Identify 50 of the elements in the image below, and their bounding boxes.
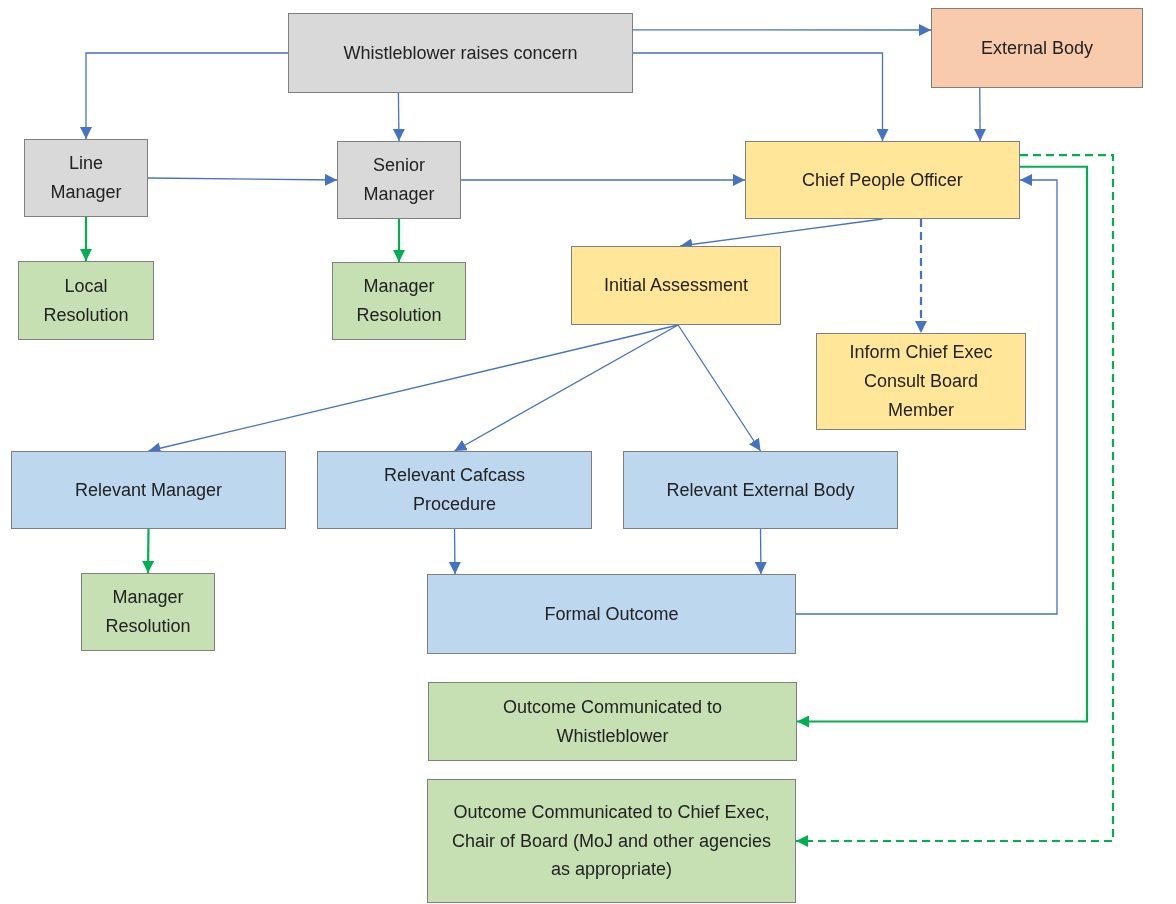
arrow [393,219,405,262]
arrow [795,174,1058,615]
arrow [754,528,767,575]
process-box [288,13,633,93]
node-label: Inform Chief Exec Consult Board Member [848,341,994,422]
node-label: Senior Manager [362,154,436,206]
node-label: Formal Outcome [544,602,679,626]
node-label: Outcome Communicated to Chief Exec, Chair of Board (MoJ and other agencies as appropriate) [450,800,773,882]
node-label: External Body [980,36,1094,60]
outcome-box [18,261,154,340]
arrow [147,173,338,186]
arrow [453,324,679,452]
node-label: Outcome Communicated to Whistleblower [501,695,724,748]
node-label: Local Resolution [42,274,130,327]
arrow [460,174,746,186]
arrow [796,153,1115,847]
arrow [677,324,762,452]
node-label: Manager Resolution [104,586,192,638]
process-box [816,333,1026,430]
node-label: Relevant Cafcass Procedure [382,464,527,516]
arrow [448,528,461,575]
node-label: Manager Resolution [355,275,443,327]
arrow [80,52,289,140]
node-label: Relevant Manager [74,478,223,502]
node-label: Line Manager [49,152,123,204]
arrow [632,52,889,142]
process-box [745,141,1020,219]
arrow [797,165,1089,728]
node-label: Whistleblower raises concern [343,41,578,65]
node-label: Initial Assessment [603,274,749,298]
arrow [80,217,92,261]
arrow [392,92,405,142]
arrow [974,87,987,142]
node-label: Relevant External Body [666,478,855,502]
outcome-box [428,682,797,761]
node-label: Chief People Officer [802,168,963,192]
outcome-box [332,262,466,340]
process-box [337,141,461,219]
process-box [427,574,796,654]
outcome-box [81,573,215,651]
process-box [11,451,286,529]
arrow [142,529,155,573]
process-box [571,246,781,325]
process-box [24,139,148,217]
process-box [623,451,898,529]
arrow [915,219,927,333]
arrow [632,24,932,36]
outcome-box [427,779,796,903]
process-box [317,451,592,529]
process-box [931,8,1143,88]
